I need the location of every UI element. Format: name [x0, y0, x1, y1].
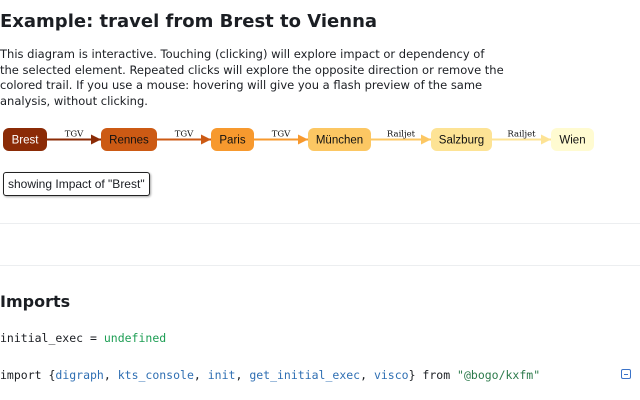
page-title: Example: travel from Brest to Vienna: [0, 11, 378, 32]
node-salzburg[interactable]: Salzburg: [431, 128, 492, 151]
code-value-undefined: undefined: [103, 331, 167, 345]
node-paris[interactable]: Paris: [211, 128, 254, 151]
edge-label: TGV: [175, 130, 194, 140]
collapse-minus-icon[interactable]: [621, 369, 631, 379]
code-from-keyword: } from: [408, 368, 458, 382]
node-wien[interactable]: Wien: [551, 128, 594, 151]
node-label: München: [316, 135, 363, 147]
node-label: Brest: [12, 135, 40, 147]
code-import-keyword: import {: [0, 368, 56, 382]
import-name: visco: [373, 368, 409, 382]
node-label: Rennes: [109, 135, 149, 147]
node-box[interactable]: [308, 128, 371, 151]
code-line-initial-exec: initial_exec = undefined: [0, 331, 166, 345]
import-name: kts_console: [117, 368, 194, 382]
edges-layer: TGV TGV TGV Railjet Railjet: [47, 130, 551, 145]
edge-label: TGV: [65, 130, 84, 140]
import-module-string: "@bogo/kxfm": [457, 368, 541, 382]
node-label: Salzburg: [439, 135, 484, 147]
edge-label: TGV: [272, 130, 291, 140]
section-divider: [0, 223, 640, 224]
node-box[interactable]: [211, 128, 254, 151]
node-box[interactable]: [431, 128, 492, 151]
code-comma: ,: [360, 368, 374, 382]
node-rennes[interactable]: Rennes: [101, 128, 157, 151]
node-label: Wien: [559, 135, 585, 147]
route-diagram[interactable]: TGV TGV TGV Railjet Railjet Brest Rennes Paris…: [0, 122, 600, 158]
imports-heading: Imports: [0, 292, 71, 311]
import-name: init: [207, 368, 236, 382]
import-name: digraph: [55, 368, 104, 382]
node-box[interactable]: [551, 128, 594, 151]
status-indicator: showing Impact of "Brest": [3, 172, 150, 196]
node-box[interactable]: [3, 128, 47, 151]
edge-label: Railjet: [507, 130, 536, 140]
intro-paragraph: This diagram is interactive. Touching (c…: [0, 47, 504, 108]
code-comma: ,: [193, 368, 208, 382]
node-box[interactable]: [101, 128, 157, 151]
import-name: get_initial_exec: [249, 368, 361, 382]
node-brest[interactable]: Brest: [3, 128, 47, 151]
code-line-import: import {digraph, kts_console, init, get_…: [0, 368, 540, 382]
edge-label: Railjet: [387, 130, 416, 140]
code-comma: ,: [235, 368, 250, 382]
section-divider: [0, 265, 640, 266]
code-assignment: initial_exec =: [0, 331, 104, 345]
code-comma: ,: [103, 368, 118, 382]
nodes-layer: Brest Rennes Paris München Salzburg Wien: [3, 128, 594, 151]
node-munchen[interactable]: München: [308, 128, 371, 151]
node-label: Paris: [219, 135, 245, 147]
